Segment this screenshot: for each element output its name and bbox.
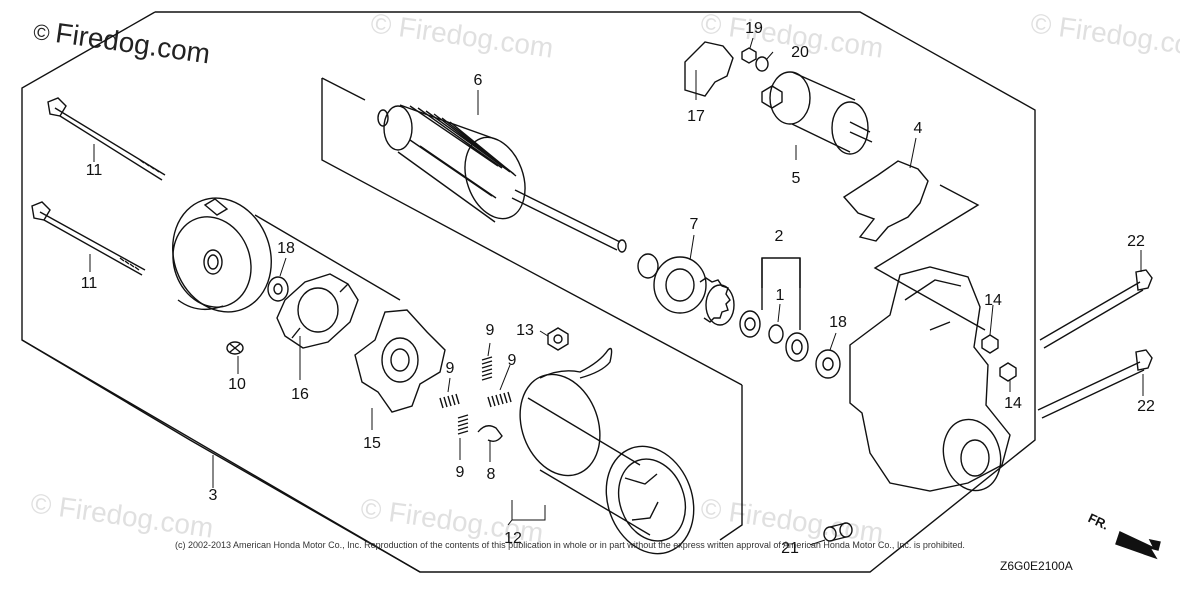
brush-plate-16 <box>276 273 359 349</box>
spring-9 <box>439 356 512 435</box>
callout-9: 9 <box>445 360 455 377</box>
callout-2: 2 <box>774 228 784 245</box>
armature-group-outline <box>321 77 366 101</box>
callout-21: 21 <box>781 540 799 557</box>
callout-18-right: 18 <box>829 314 847 331</box>
callout-9: 9 <box>455 464 465 481</box>
ring-1 <box>768 324 784 344</box>
callout-16: 16 <box>291 386 309 403</box>
callout-5: 5 <box>791 170 801 187</box>
nut-14-top <box>981 334 999 354</box>
leader-lines <box>89 37 1144 546</box>
callout-10: 10 <box>228 376 246 393</box>
callout-12: 12 <box>504 530 522 547</box>
callout-11-lower: 11 <box>80 275 98 292</box>
nut-14-lower <box>999 362 1017 382</box>
callout-7: 7 <box>689 216 699 233</box>
wire-lead <box>539 347 613 379</box>
copyright-notice: (c) 2002-2013 American Honda Motor Co., … <box>175 540 965 550</box>
nut-19 <box>741 47 757 64</box>
screw-10 <box>226 341 244 355</box>
washer-2 <box>739 310 761 338</box>
front-housing <box>849 266 1011 492</box>
pinion-clutch-7 <box>637 253 735 326</box>
dowel-pin-21 <box>823 522 853 542</box>
brush-holder-15 <box>354 309 446 413</box>
nut-13 <box>547 327 569 351</box>
callout-1: 1 <box>775 287 785 304</box>
callout-9: 9 <box>507 352 517 369</box>
callout-18-left: 18 <box>277 240 295 257</box>
callout-20: 20 <box>791 44 809 61</box>
callout-15: 15 <box>363 435 381 452</box>
washer-18-right <box>815 349 841 379</box>
bolt-22-top <box>1039 269 1153 349</box>
callout-6: 6 <box>473 72 483 89</box>
washer-18-left <box>267 276 289 302</box>
boot-17 <box>684 41 734 97</box>
bolt-11-lower <box>31 201 146 276</box>
callout-14-lower: 14 <box>1004 395 1022 412</box>
callout-4: 4 <box>913 120 923 137</box>
washer-20 <box>755 56 769 72</box>
frame-group-outline <box>719 385 743 541</box>
brush-group-outline <box>254 214 401 301</box>
bolt-22-lower <box>1037 349 1153 419</box>
callout-9: 9 <box>485 322 495 339</box>
solenoid-5 <box>761 71 873 155</box>
callout-22-lower: 22 <box>1137 398 1155 415</box>
clip-8 <box>477 425 503 443</box>
callout-14-top: 14 <box>984 292 1002 309</box>
callout-22-top: 22 <box>1127 233 1145 250</box>
callout-11-top: 11 <box>85 162 103 179</box>
callout-17: 17 <box>687 108 705 125</box>
front-direction-arrow <box>1115 531 1161 560</box>
callout-13: 13 <box>516 322 534 339</box>
assembly-outline <box>21 11 1036 573</box>
end-cover-line <box>21 339 421 573</box>
bolt-11-top <box>47 97 166 181</box>
end-cover <box>172 197 272 313</box>
solenoid-group-outline <box>873 184 986 331</box>
callout-19: 19 <box>745 20 763 37</box>
yoke-frame-12 <box>519 373 695 555</box>
callout-3: 3 <box>208 487 218 504</box>
shift-lever-4 <box>842 160 929 242</box>
diagram-code: Z6G0E2100A <box>1000 559 1073 573</box>
armature-6 <box>377 104 627 253</box>
armature-group-outline <box>321 78 743 386</box>
collar-2 <box>785 332 809 362</box>
callout-8: 8 <box>486 466 496 483</box>
